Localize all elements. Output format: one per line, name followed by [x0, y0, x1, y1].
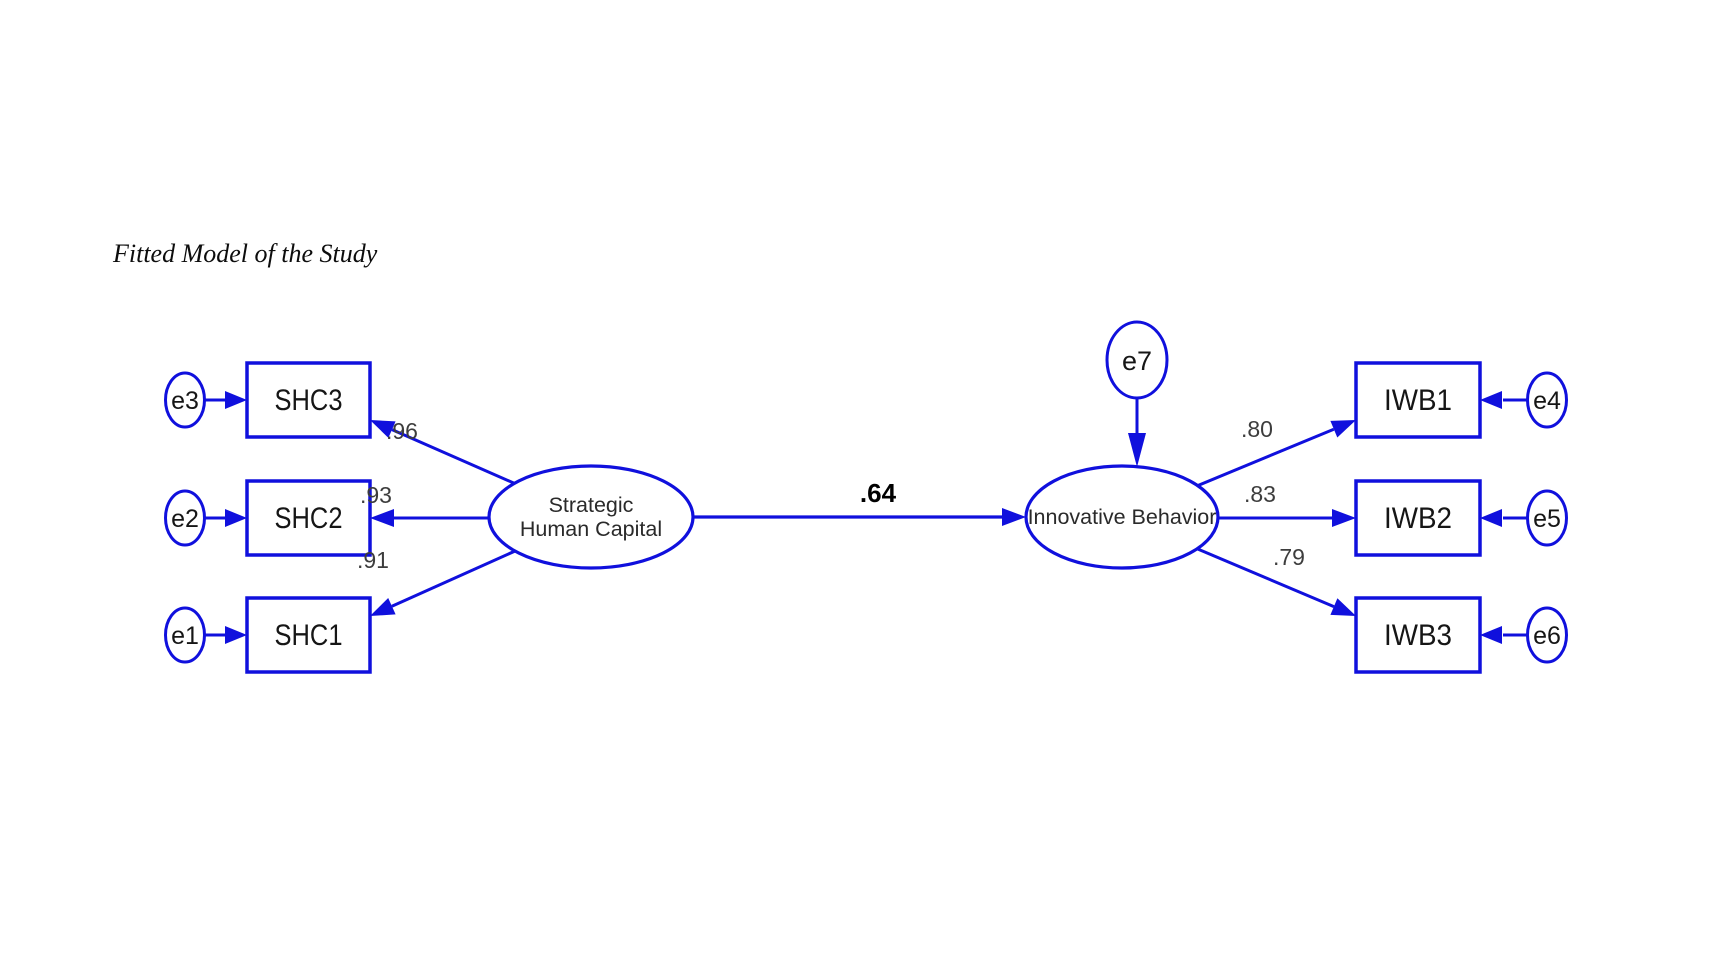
- error-arrowhead-e3: [225, 391, 247, 409]
- disturbance-label-e7: e7: [1122, 346, 1152, 376]
- loading-arrowhead-iwb2: [1332, 509, 1356, 527]
- error-circle-e6: [1526, 606, 1568, 664]
- structural-path-arrowhead: [1002, 508, 1026, 526]
- latent-ellipse-strategic-human-capital: [487, 464, 695, 570]
- latent-label-strategic: Strategic: [549, 493, 634, 517]
- latent-label-human-capital: Human Capital: [520, 517, 662, 541]
- indicator-label-iwb3: IWB3: [1384, 619, 1452, 652]
- figure-title: Fitted Model of the Study: [112, 239, 378, 268]
- error-circle-e3: [164, 371, 206, 429]
- error-circle-e5: [1526, 489, 1568, 547]
- indicator-box-iwb1: [1354, 361, 1482, 439]
- indicator-box-iwb2: [1354, 479, 1482, 557]
- error-label-e1: e1: [171, 622, 199, 650]
- error-arrowhead-e4: [1480, 391, 1502, 409]
- error-label-e3: e3: [171, 387, 199, 415]
- loading-arrowhead-shc2: [370, 509, 394, 527]
- indicator-label-iwb2: IWB2: [1384, 502, 1452, 535]
- latent-ellipse-innovative-behavior: [1024, 464, 1220, 570]
- error-label-e4: e4: [1533, 387, 1561, 415]
- indicator-box-shc3: [245, 361, 372, 439]
- error-circle-e2: [164, 489, 206, 547]
- loading-label-iwb2: .83: [1244, 481, 1276, 507]
- latent-label-innovative-behavior: Innovative Behavior: [1028, 505, 1217, 529]
- loading-label-shc2: .93: [360, 482, 392, 508]
- disturbance-circle-e7: [1105, 320, 1169, 400]
- loading-arrowhead-shc1: [370, 598, 396, 616]
- error-circle-e4: [1526, 371, 1568, 429]
- error-circle-e1: [164, 606, 206, 664]
- error-arrowhead-e6: [1480, 626, 1502, 644]
- indicator-label-shc1: SHC1: [275, 619, 343, 652]
- labels: Fitted Model of the Study Strategic Huma…: [112, 239, 1561, 652]
- error-arrowhead-e2: [225, 509, 247, 527]
- indicator-box-shc2: [245, 479, 372, 557]
- loading-label-shc1: .91: [357, 547, 389, 573]
- error-arrowhead-e1: [225, 626, 247, 644]
- error-label-e6: e6: [1533, 622, 1561, 650]
- indicator-label-iwb1: IWB1: [1384, 384, 1452, 417]
- indicator-box-iwb3: [1354, 596, 1482, 674]
- loading-label-iwb3: .79: [1273, 544, 1305, 570]
- loading-arrowhead-iwb1: [1330, 420, 1356, 438]
- error-label-e2: e2: [171, 505, 199, 533]
- loading-arrowhead-iwb3: [1330, 598, 1356, 616]
- loading-label-iwb1: .80: [1241, 416, 1273, 442]
- loading-arrowhead-shc3: [370, 420, 396, 438]
- indicator-label-shc2: SHC2: [275, 502, 343, 535]
- loading-label-shc3: .96: [386, 418, 418, 444]
- error-label-e5: e5: [1533, 505, 1561, 533]
- nodes: [164, 320, 1568, 674]
- path-coefficient-label: .64: [860, 478, 897, 508]
- error-arrowhead-e5: [1480, 509, 1502, 527]
- disturbance-arrowhead-e7: [1128, 433, 1146, 467]
- indicator-label-shc3: SHC3: [275, 384, 343, 417]
- indicator-box-shc1: [245, 596, 372, 674]
